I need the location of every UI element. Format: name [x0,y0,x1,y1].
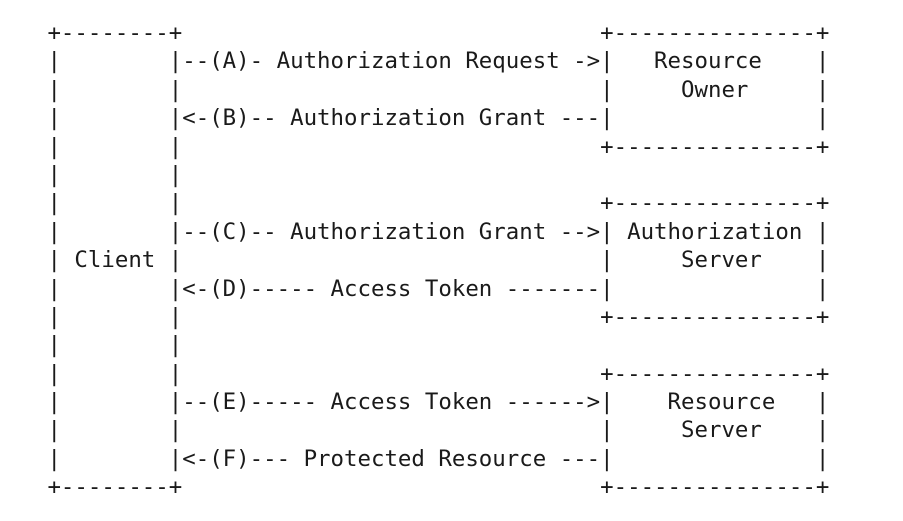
diagram-line: | | | Server | [7,417,830,444]
diagram-line: | | +---------------+ [7,303,830,330]
diagram-line: | Client | | Server | [7,247,830,274]
diagram-line: | | | Owner | [7,76,830,103]
diagram-line: | |<-(F)--- Protected Resource ---| | [7,445,830,472]
diagram-line: +--------+ +---------------+ [7,20,830,46]
oauth-abstract-flow-diagram: +--------+ +---------------+ | |--(A)- A… [7,20,830,501]
diagram-line: | |--(A)- Authorization Request ->| Reso… [7,48,830,75]
diagram-line: | |<-(B)-- Authorization Grant ---| | [7,105,830,132]
diagram-line: | |--(E)----- Access Token ------>| Reso… [7,389,830,416]
diagram-line: | | [7,332,183,359]
diagram-line: | | +---------------+ [7,190,830,217]
diagram-line: | |--(C)-- Authorization Grant -->| Auth… [7,218,830,245]
diagram-line: | | +---------------+ [7,133,830,160]
diagram-line: | | [7,161,183,188]
diagram-line: | |<-(D)----- Access Token -------| | [7,275,830,302]
diagram-line: | | +---------------+ [7,360,830,387]
diagram-line: +--------+ +---------------+ [7,474,830,501]
